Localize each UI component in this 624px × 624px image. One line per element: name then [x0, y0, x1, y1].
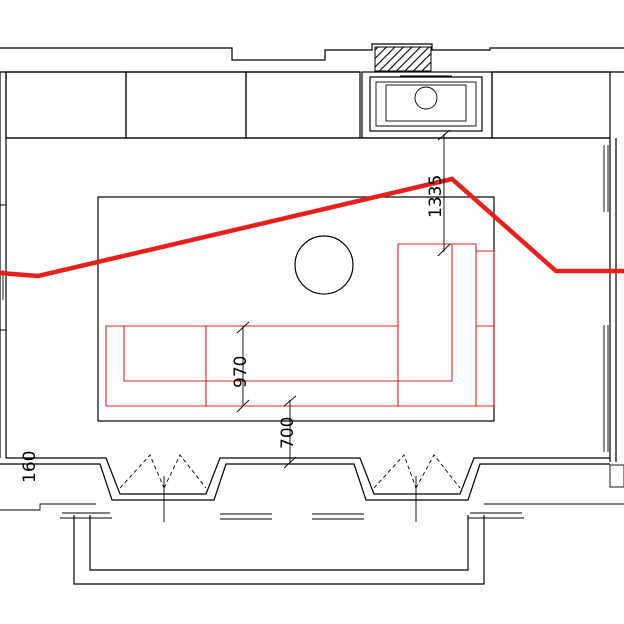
fireplace-grate [414, 86, 438, 110]
sofa-outline [105, 243, 477, 407]
outer-wall-top [0, 43, 624, 61]
dim-700-line [283, 395, 297, 469]
door-swing-icon [119, 454, 207, 489]
dim-1335-label: 1335 [426, 175, 446, 218]
wall-left-window [0, 204, 6, 331]
door-swing-icon-2 [373, 454, 461, 489]
cabinet-3 [245, 71, 361, 139]
bottom-wall-inner [6, 457, 610, 495]
rug [97, 196, 495, 422]
fireplace-hatch-icon [374, 46, 432, 72]
fireplace-firebox [385, 84, 467, 122]
right-window-sill [609, 464, 624, 488]
dim-160-label: 160 [20, 451, 40, 483]
terrace-outline [73, 515, 485, 585]
cabinet-right [491, 71, 611, 139]
bottom-wall-outer [0, 463, 610, 501]
round-table [294, 235, 354, 295]
sofa-chaise [476, 250, 495, 407]
bottom-wall-edge [0, 503, 624, 511]
sofa-seat [123, 244, 453, 406]
cabinet-1 [5, 71, 127, 139]
fireplace-marks [380, 75, 470, 127]
right-window-upper [603, 145, 609, 212]
wall-right [609, 138, 617, 462]
cabinet-2 [125, 71, 247, 139]
dim-700-label: 700 [278, 417, 298, 449]
dim-970-line [236, 321, 250, 413]
fireplace-inner [369, 76, 483, 132]
right-window-lower [603, 325, 609, 452]
terrace-ledge [60, 512, 524, 520]
dim-970-label: 970 [231, 356, 251, 388]
sight-line [0, 176, 624, 279]
dim-1335-line [437, 129, 451, 257]
door-posts [163, 476, 417, 522]
fireplace-box [375, 81, 477, 127]
wall-left [0, 72, 7, 458]
